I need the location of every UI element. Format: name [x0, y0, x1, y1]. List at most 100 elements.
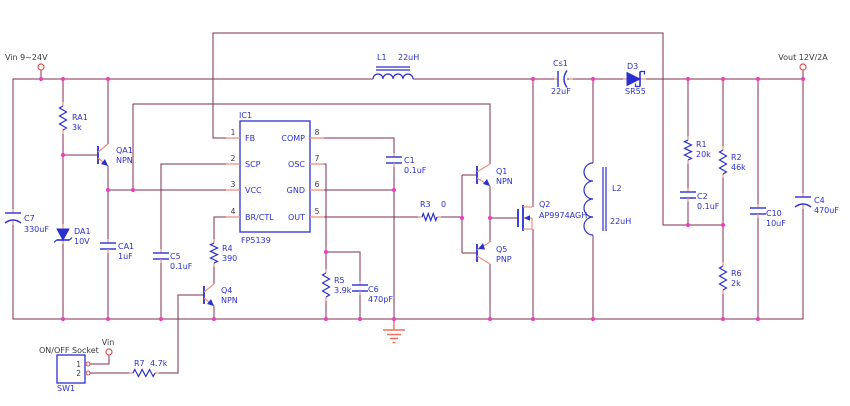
ic-pin-num-5: 5: [315, 207, 320, 216]
junction-dot: [357, 316, 363, 322]
component-IC1[interactable]: IC1FP51391FB2SCP3VCC4BR/CTL8COMP7OSC6GND…: [226, 111, 324, 245]
component-R5[interactable]: R53.9k: [321, 269, 352, 301]
label-Q2-ref: Q2: [539, 200, 550, 209]
connector-ref: SW1: [57, 384, 75, 393]
junction-dot: [60, 316, 66, 322]
wire: [213, 216, 226, 243]
label-Q5-ref: Q5: [496, 245, 507, 254]
ic-pin-name-OSC: OSC: [288, 160, 305, 169]
connector-pin-terminal-2[interactable]: [85, 370, 91, 376]
label-R3-value: 0: [441, 200, 446, 209]
label-L1-ref: L1: [377, 53, 387, 62]
component-R3[interactable]: R3 0: [418, 200, 446, 223]
junction-dot: [323, 249, 329, 255]
label-C7-value: 330uF: [24, 225, 49, 234]
label-R2-ref: R2: [731, 153, 742, 162]
label-R1-ref: R1: [696, 140, 707, 149]
ground-symbol: [383, 319, 405, 344]
junction-dot: [105, 187, 111, 193]
label-C2-value: 0.1uF: [697, 202, 720, 211]
label-C1-value: 0.1uF: [404, 166, 427, 175]
ic-pin-name-GND: GND: [287, 186, 305, 195]
junction-dot: [685, 76, 691, 82]
junction-dot: [130, 187, 136, 193]
ic-pin-num-4: 4: [231, 207, 236, 216]
label-L2-ref: L2: [612, 184, 622, 193]
ic-pin-name-COMP: COMP: [281, 134, 305, 143]
port-vin-port[interactable]: Vin 9~24V: [5, 53, 48, 71]
label-R7-ref: R7: [134, 359, 145, 368]
junction-dot: [391, 187, 397, 193]
label-QA1-ref: QA1: [116, 146, 133, 155]
label-C7-ref: C7: [24, 214, 35, 223]
wire: [90, 355, 110, 365]
label-R7-value: 4.7k: [150, 359, 168, 368]
junction-dot: [590, 76, 596, 82]
label-R3-ref: R3: [420, 200, 431, 209]
label-L1-value: 22uH: [398, 53, 419, 62]
component-C7[interactable]: C7 330uF: [4, 209, 49, 234]
vin-port-label: Vin 9~24V: [5, 53, 48, 62]
connector-title: ON/OFF Socket: [39, 346, 99, 355]
label-R4-ref: R4: [222, 244, 233, 253]
label-R2-value: 46k: [731, 163, 746, 172]
junction-dot: [105, 76, 111, 82]
wire: [326, 251, 361, 285]
vin-socket-port-label: Vin: [102, 338, 115, 347]
label-C4-value: 470uF: [814, 206, 839, 215]
wire: [12, 78, 373, 213]
port-vout-port[interactable]: Vout 12V/2A: [778, 53, 828, 71]
label-L2-value: 22uH: [610, 217, 631, 226]
junction-dot: [60, 152, 66, 158]
connector-pin-num-2: 2: [76, 369, 81, 378]
label-RA1-ref: RA1: [72, 113, 88, 122]
label-CA1-ref: CA1: [118, 242, 134, 251]
junction-dot: [391, 316, 397, 322]
label-R5-value: 3.9k: [334, 286, 352, 295]
label-Q2-value: AP9974AGH: [539, 211, 587, 220]
component-L2[interactable]: L2 22uH: [583, 162, 631, 236]
component-C1[interactable]: C10.1uF: [386, 153, 427, 175]
label-C1-ref: C1: [404, 156, 415, 165]
ic-pin-name-SCP: SCP: [245, 160, 261, 169]
junction-dot: [459, 215, 465, 221]
connector-pin-terminal-1[interactable]: [85, 361, 91, 367]
port-vin-socket-port[interactable]: Vin: [102, 338, 115, 356]
component-C5[interactable]: C50.1uF: [153, 249, 193, 271]
ic-pin-num-6: 6: [315, 180, 320, 189]
junction-dot: [590, 316, 596, 322]
component-R7[interactable]: R7 4.7k: [129, 359, 168, 378]
label-R5-ref: R5: [334, 276, 345, 285]
ic-pin-name-OUT: OUT: [288, 213, 305, 222]
junction-dot: [720, 76, 726, 82]
ic-part-number: FP5139: [241, 236, 271, 245]
label-R6-ref: R6: [731, 269, 742, 278]
label-DA1-value: 10V: [74, 237, 90, 246]
ic-pin-num-7: 7: [315, 154, 320, 163]
label-D3-ref: D3: [627, 62, 638, 71]
component-C2[interactable]: C20.1uF: [680, 188, 720, 211]
junction-dot: [755, 76, 761, 82]
component-L1[interactable]: L1 22uH: [372, 53, 419, 80]
junction-dot: [685, 222, 691, 228]
